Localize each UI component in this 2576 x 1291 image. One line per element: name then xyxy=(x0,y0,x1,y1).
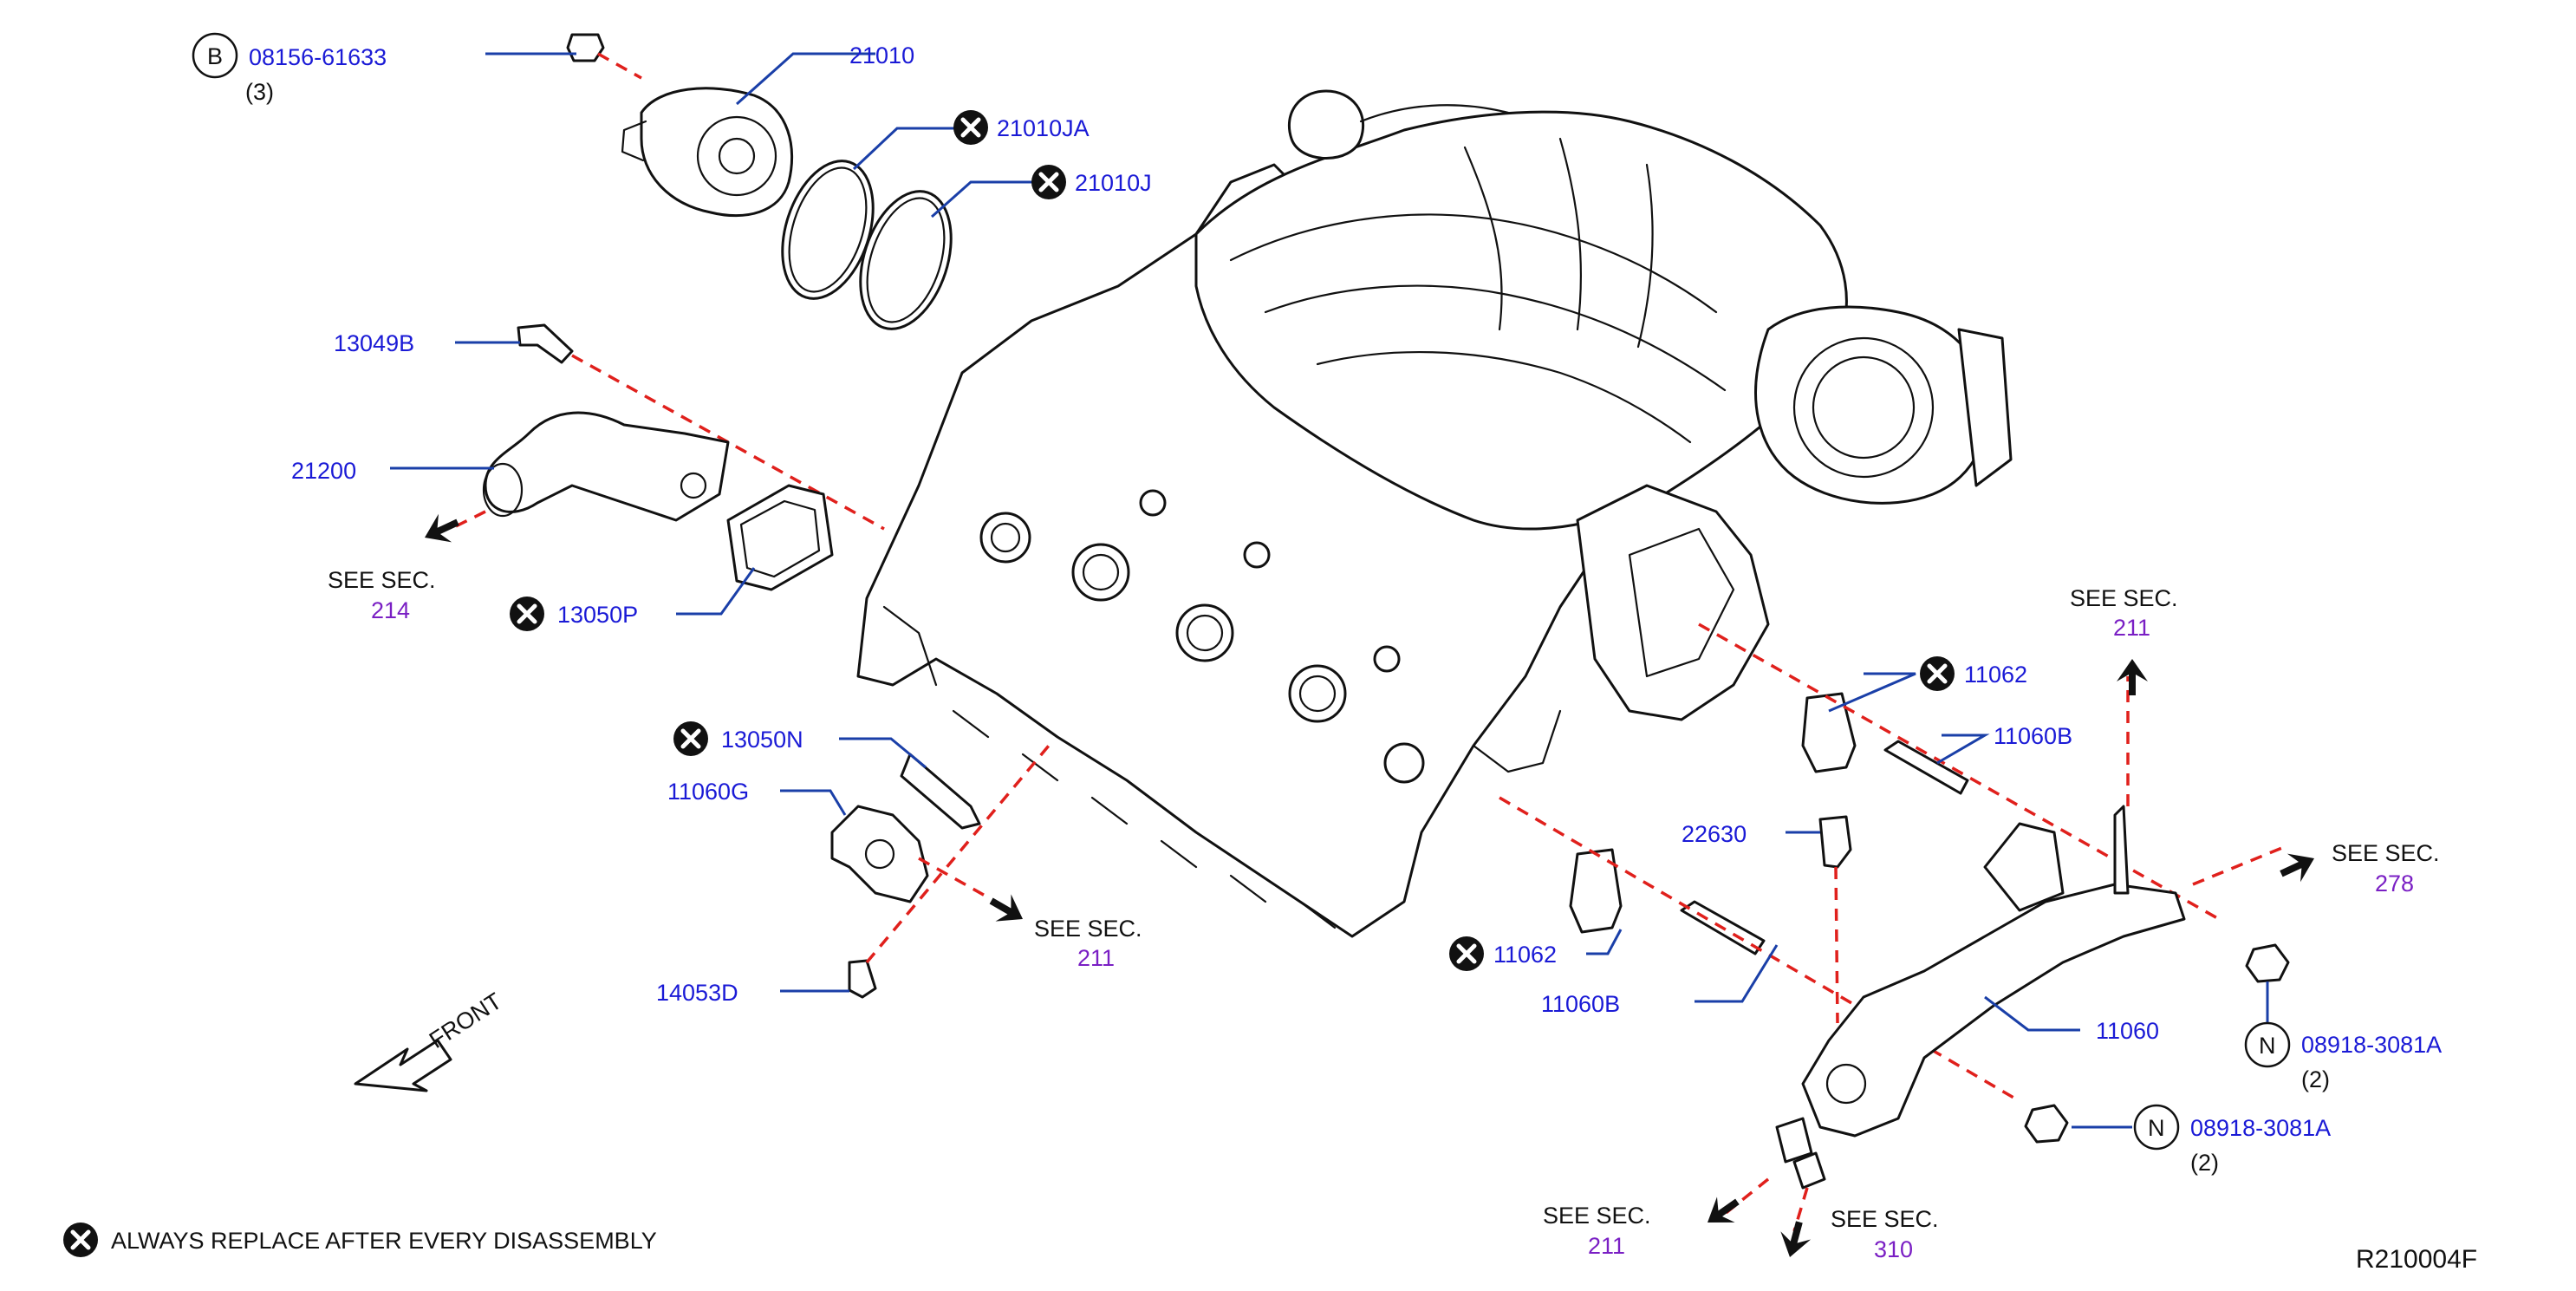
n-code-letter: N xyxy=(2259,1033,2276,1059)
qty-2-right: (2) xyxy=(2301,1066,2330,1092)
label-08918-3081A-bottom: 08918-3081A xyxy=(2190,1115,2331,1141)
label-14053D: 14053D xyxy=(656,980,738,1006)
label-11062-bottom: 11062 xyxy=(1493,942,1557,968)
see-sec-211-top: SEE SEC. xyxy=(2070,585,2178,611)
diagram-id: R210004F xyxy=(2356,1245,2477,1274)
bolt-08156 xyxy=(566,33,605,62)
stud-11060B-top xyxy=(1883,740,1969,795)
n-code-badge xyxy=(2244,1021,2291,1068)
replace-mark-icon xyxy=(510,597,544,631)
water-outlet-21200 xyxy=(484,411,730,522)
label-21200: 21200 xyxy=(291,458,356,484)
outlet-flange xyxy=(1576,484,1770,721)
throttle-body xyxy=(1754,305,1988,505)
sec-number-211-top: 211 xyxy=(2113,615,2150,641)
label-11062-top: 11062 xyxy=(1964,662,2027,688)
gasket-13050P xyxy=(726,484,834,591)
replace-mark-icon xyxy=(63,1223,98,1257)
see-sec-214: SEE SEC. xyxy=(328,567,436,593)
see-sec-211-mid: SEE SEC. xyxy=(1034,916,1142,942)
label-08156-61633: 08156-61633 xyxy=(249,44,387,70)
replace-mark-icon xyxy=(1449,936,1484,971)
water-outlet-11060 xyxy=(1801,883,2186,1138)
gasket-11062-top xyxy=(1801,692,1857,773)
replace-mark-icon xyxy=(953,110,988,145)
sec-number-310: 310 xyxy=(1874,1236,1913,1262)
label-13050N: 13050N xyxy=(721,727,803,753)
replace-mark-icon xyxy=(673,721,708,756)
front-arrow-icon xyxy=(354,1039,452,1092)
engine-illustration xyxy=(856,89,2013,938)
label-11060G: 11060G xyxy=(667,779,749,805)
label-21010J: 21010J xyxy=(1075,170,1152,196)
sensor-22630 xyxy=(1818,815,1852,869)
legend-text: ALWAYS REPLACE AFTER EVERY DISASSEMBLY xyxy=(111,1228,657,1254)
see-sec-310: SEE SEC. xyxy=(1831,1206,1939,1232)
see-sec-211-bottom: SEE SEC. xyxy=(1543,1203,1651,1229)
front-label: FRONT xyxy=(425,988,506,1053)
label-21010: 21010 xyxy=(849,42,914,68)
qty-3: (3) xyxy=(245,79,274,105)
leader-lines xyxy=(390,52,2269,1129)
nut-08918-bottom xyxy=(2024,1104,2069,1144)
sec-number-214: 214 xyxy=(371,597,410,623)
water-pump-21010 xyxy=(621,87,794,218)
b-code-badge xyxy=(192,32,238,79)
label-08918-3081A-right: 08918-3081A xyxy=(2301,1032,2442,1058)
b-code-letter: B xyxy=(207,43,223,69)
n-code-letter: N xyxy=(2148,1115,2165,1141)
gasket-13050N xyxy=(900,753,981,830)
label-22630: 22630 xyxy=(1682,821,1747,847)
label-11060B-top: 11060B xyxy=(1994,723,2072,749)
label-11060: 11060 xyxy=(2096,1018,2159,1044)
label-13050P: 13050P xyxy=(557,602,638,628)
replace-mark-icon xyxy=(1920,656,1955,691)
bolt-14053D xyxy=(848,959,877,999)
gasket-11062-bottom xyxy=(1569,848,1623,934)
label-11060B-bottom: 11060B xyxy=(1541,991,1620,1017)
sec-number-211-bottom: 211 xyxy=(1588,1233,1625,1259)
label-21010JA: 21010JA xyxy=(997,115,1090,141)
pcv-fitting xyxy=(1287,89,1365,160)
outlet-11060G xyxy=(830,805,929,903)
sec-number-211-mid: 211 xyxy=(1077,945,1115,971)
cam-ports xyxy=(979,489,1425,784)
bolt-13049B xyxy=(517,323,574,364)
o-ring-21010J xyxy=(859,190,953,330)
label-13049B: 13049B xyxy=(334,330,414,356)
replace-mark-icon xyxy=(1031,165,1066,199)
n-code-badge xyxy=(2133,1104,2180,1151)
nut-08918-right xyxy=(2245,943,2290,983)
qty-2-bottom: (2) xyxy=(2190,1150,2219,1176)
sec-number-278: 278 xyxy=(2375,870,2414,897)
see-sec-278: SEE SEC. xyxy=(2332,840,2440,866)
